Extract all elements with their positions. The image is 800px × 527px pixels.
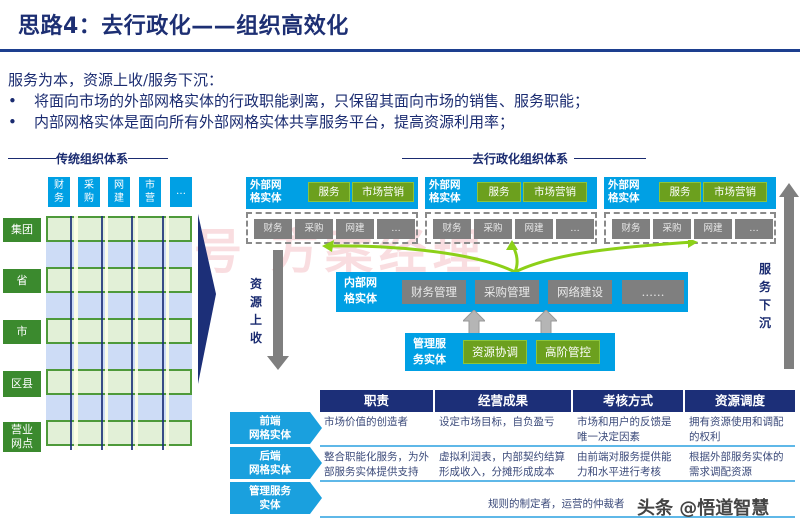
level-city: 市: [3, 320, 41, 344]
table-row: 市场价值的创造者 设定市场目标，自负盈亏 市场和用户的反馈是唯一决定因素 拥有资…: [320, 412, 795, 447]
row-tag-front-shape: [230, 412, 322, 444]
page-title: 思路4：去行政化——组织高效化: [18, 14, 349, 39]
finance-management: 财务管理: [402, 280, 466, 304]
intro-bullet: • 内部网格实体是面向所有外部网格实体共享服务平台，提高资源利用率；: [8, 113, 515, 131]
high-level-control: 高阶管控: [536, 340, 600, 364]
title-divider: [0, 49, 800, 52]
procurement-management: 采购管理: [475, 280, 539, 304]
deadmin-label: 去行政化组织体系: [402, 150, 647, 167]
support-arrow-icon: [463, 310, 485, 334]
function-header-marketing: 市 营: [139, 177, 161, 207]
support-arrow-icon: [535, 310, 557, 334]
network-construction: 网络建设: [548, 280, 612, 304]
internal-entity: 内部网 格实体 财务管理 采购管理 网络建设 ……: [336, 272, 688, 312]
service-flow-arrows-icon: [322, 240, 698, 274]
column-header: 考核方式: [573, 390, 685, 412]
bullet-icon: •: [8, 113, 17, 131]
marketing-button: 市场营销: [523, 182, 587, 202]
service-sink-arrow-icon: [779, 183, 799, 369]
traditional-label: 传统组织体系: [8, 150, 169, 167]
service-sink-label: 服 务 下 沉: [758, 262, 771, 330]
intro-bullet: • 将面向市场的外部网格实体的行政职能剥离，只保留其面向市场的销售、服务职能；: [8, 92, 590, 110]
column-header: 职责: [320, 390, 435, 412]
resource-coordination: 资源协调: [463, 340, 527, 364]
column-header: 资源调度: [685, 390, 795, 412]
function-header-network: 网 建: [108, 177, 130, 207]
transform-arrow-icon: [198, 214, 216, 384]
comparison-table: 职责 经营成果 考核方式 资源调度 市场价值的创造者 设定市场目标，自负盈亏 市…: [320, 390, 795, 518]
resource-collect-arrow-icon: [267, 250, 289, 370]
internal-more: ……: [622, 280, 684, 304]
source-watermark: 头条 @悟道智慧: [637, 498, 770, 519]
function-header-procurement: 采 购: [78, 177, 100, 207]
service-button: 服务: [477, 182, 521, 202]
service-button: 服务: [308, 182, 350, 202]
external-unit-3-functions: 财务 采购 网建 …: [604, 212, 776, 244]
table-row: 规则的制定者，运营的仲裁者: [320, 482, 795, 518]
bullet-icon: •: [8, 92, 17, 110]
external-unit-2: 外部网 格实体 服务 市场营销: [425, 177, 597, 209]
row-tag-back: 后端 网格实体: [249, 450, 291, 476]
level-group: 集团: [3, 218, 41, 242]
resource-collect-label: 资 源 上 收: [249, 277, 262, 345]
function-header-finance: 财 务: [48, 177, 70, 207]
level-county: 区县: [3, 371, 41, 397]
table-row: 整合职能化服务，为外部服务实体提供支持 虚拟利润表，内部契约结算形成收入，分摊形…: [320, 447, 795, 482]
external-unit-1-functions: 财务 采购 网建 …: [246, 212, 418, 244]
row-tag-mgmt-shape: [230, 482, 322, 514]
traditional-matrix: [46, 216, 192, 450]
service-button: 服务: [659, 182, 701, 202]
row-tag-front: 前端 网格实体: [249, 415, 291, 441]
external-unit-3: 外部网 格实体 服务 市场营销: [604, 177, 776, 209]
management-entity: 管理服 务实体 资源协调 高阶管控: [405, 333, 615, 371]
level-outlet: 营业 网点: [3, 422, 41, 452]
row-tag-back-shape: [230, 447, 322, 479]
table-header: 职责 经营成果 考核方式 资源调度: [320, 390, 795, 412]
column-header: 经营成果: [435, 390, 573, 412]
level-province: 省: [3, 269, 41, 293]
external-unit-1: 外部网 格实体 服务 市场营销: [246, 177, 418, 209]
function-header-more: …: [170, 177, 192, 207]
row-tag-management: 管理服务 实体: [249, 485, 291, 511]
intro-text: 服务为本，资源上收/服务下沉： • 将面向市场的外部网格实体的行政职能剥离，只保…: [8, 70, 589, 133]
intro-lead: 服务为本，资源上收/服务下沉：: [8, 71, 224, 89]
marketing-button: 市场营销: [352, 182, 414, 202]
marketing-button: 市场营销: [703, 182, 767, 202]
